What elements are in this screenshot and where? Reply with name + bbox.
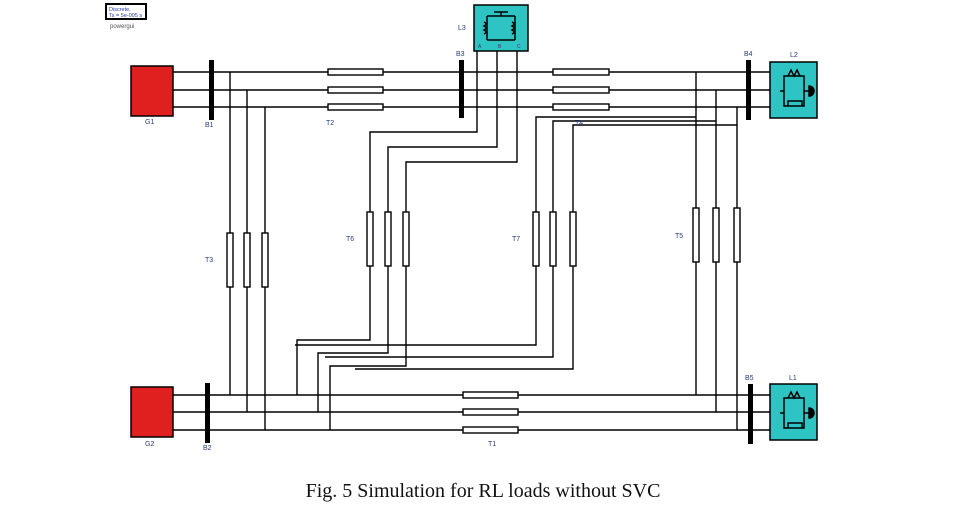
line-t3-phase[interactable]	[226, 232, 234, 288]
line-t7-phase[interactable]	[549, 211, 557, 267]
powergui-block[interactable]: Discrete, Ts = 5e-005 s powergui	[105, 3, 147, 30]
line-t7-phase[interactable]	[569, 211, 577, 267]
line-t7-phase[interactable]	[532, 211, 540, 267]
line-t3-label: T3	[205, 257, 213, 264]
line-t1-phase[interactable]	[462, 408, 519, 416]
load-l1[interactable]: L1	[769, 375, 818, 441]
figure-caption: Fig. 5 Simulation for RL loads without S…	[305, 480, 661, 502]
line-t4-phase[interactable]	[552, 86, 610, 94]
load-l2[interactable]: L2	[769, 52, 818, 119]
bus-b5-label: B5	[745, 375, 754, 382]
line-t5-label: T5	[675, 233, 683, 240]
line-t6-label: T6	[346, 236, 354, 243]
line-t1-label: T1	[488, 441, 496, 448]
rl-load-icon	[482, 11, 516, 41]
powergui-line1: Discrete,	[109, 7, 131, 13]
bus-b1-label: B1	[205, 122, 214, 129]
generator-g2[interactable]: G2	[130, 386, 174, 448]
line-t4-phase[interactable]	[552, 68, 610, 76]
wire-t7	[325, 120, 716, 358]
load-l3-port-a: A	[478, 44, 482, 50]
line-t5-phase[interactable]	[692, 207, 700, 263]
bus-b2[interactable]: B2	[203, 383, 212, 452]
line-t1-phase[interactable]	[462, 391, 519, 399]
line-t6-phase[interactable]	[366, 211, 374, 267]
rl-load-icon	[780, 390, 815, 429]
load-l2-label: L2	[790, 52, 798, 59]
line-t5-phase[interactable]	[712, 207, 720, 263]
line-t2-phase[interactable]	[327, 103, 384, 111]
line-elements	[226, 68, 741, 434]
line-t4-phase[interactable]	[552, 103, 610, 111]
line-t5-phase[interactable]	[733, 207, 741, 263]
generator-g1[interactable]: G1	[130, 65, 174, 126]
generator-g2-label: G2	[145, 441, 154, 448]
bus-b3[interactable]: B3	[456, 51, 465, 118]
bus-b1[interactable]: B1	[205, 60, 214, 129]
bus-b3-label: B3	[456, 51, 465, 58]
powergui-label: powergui	[110, 24, 134, 30]
bus-b4-label: B4	[744, 51, 753, 58]
line-t7-label: T7	[512, 236, 520, 243]
load-l1-label: L1	[789, 375, 797, 382]
line-t2-label: T2	[326, 120, 334, 127]
load-l3-label: L3	[458, 25, 466, 32]
line-t3-phase[interactable]	[261, 232, 269, 288]
load-l3-port-b: B	[498, 44, 502, 50]
load-l3-port-c: C	[517, 44, 521, 50]
line-t6-phase[interactable]	[384, 211, 392, 267]
wire-t7	[295, 116, 696, 346]
line-t4-label: T4	[575, 120, 583, 127]
line-t1-phase[interactable]	[462, 426, 519, 434]
rl-load-icon	[780, 68, 815, 107]
line-t6-phase[interactable]	[402, 211, 410, 267]
generator-g1-label: G1	[145, 119, 154, 126]
bus-b5[interactable]: B5	[745, 375, 754, 444]
bus-b2-label: B2	[203, 445, 212, 452]
powergui-line2: Ts = 5e-005 s	[109, 13, 142, 19]
line-t3-phase[interactable]	[243, 232, 251, 288]
load-l3[interactable]: A B C L3	[458, 4, 529, 52]
line-t2-phase[interactable]	[327, 86, 384, 94]
bus-b4[interactable]: B4	[744, 51, 753, 120]
line-t2-phase[interactable]	[327, 68, 384, 76]
